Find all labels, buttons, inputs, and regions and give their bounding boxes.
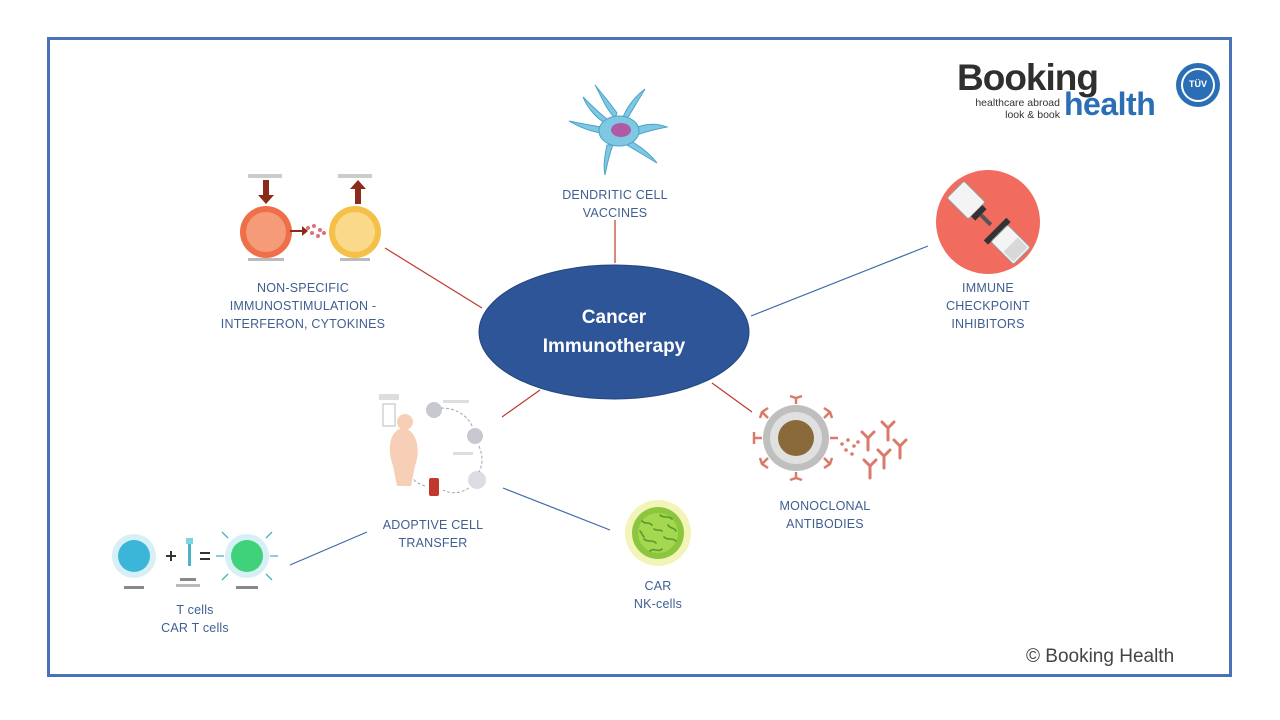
line-to-checkpoint xyxy=(750,245,929,317)
logo-health-text: health xyxy=(1064,86,1156,122)
syringe-vial-icon xyxy=(936,170,1040,274)
label-nonspecific: NON-SPECIFIC IMMUNOSTIMULATION - INTERFE… xyxy=(220,281,386,331)
label-dendritic: DENDRITIC CELL VACCINES xyxy=(562,188,668,220)
nk-cell-icon xyxy=(625,500,691,566)
center-title-line2: Immunotherapy xyxy=(542,336,686,357)
logo-tagline: healthcare abroad look & book xyxy=(975,97,1060,121)
label-checkpoint: IMMUNE CHECKPOINT INHIBITORS xyxy=(946,281,1030,331)
line-to-nonspecific xyxy=(384,247,483,309)
car-t-cell-icon xyxy=(112,531,278,589)
tuv-certification-icon: TÜV xyxy=(1176,63,1220,107)
label-car-nk: CAR NK-cells xyxy=(633,579,683,611)
line-to-adoptive xyxy=(501,389,541,418)
dendritic-cell-icon xyxy=(568,84,669,176)
cytokine-cells-icon xyxy=(240,174,381,261)
diagram-frame xyxy=(47,37,1232,677)
center-ellipse xyxy=(478,264,750,400)
center-title-line1: Cancer xyxy=(581,307,647,328)
logo-booking-text: Booking xyxy=(957,57,1099,98)
copyright-text: © Booking Health xyxy=(1026,646,1175,667)
label-tcells: T cells CAR T cells xyxy=(161,603,229,635)
line-to-monoclonal xyxy=(711,382,753,413)
antibody-cell-icon xyxy=(752,394,908,482)
line-to-tcells xyxy=(289,531,368,566)
center-title: Cancer Immunotherapy xyxy=(478,264,750,400)
label-monoclonal: MONOCLONAL ANTIBODIES xyxy=(779,499,871,531)
adoptive-transfer-icon xyxy=(379,394,486,496)
svg-text:TÜV: TÜV xyxy=(1189,79,1207,89)
label-adoptive: ADOPTIVE CELL TRANSFER xyxy=(382,518,484,550)
line-to-car-nk xyxy=(502,487,611,531)
